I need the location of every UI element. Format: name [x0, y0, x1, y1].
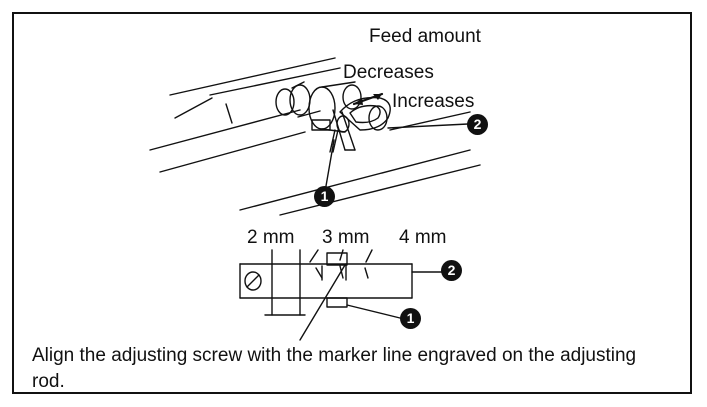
feed-amount-label: Feed amount [369, 26, 481, 47]
figure-frame [12, 12, 692, 394]
callout-badge-1-top: 1 [314, 186, 335, 207]
increases-label: Increases [392, 91, 475, 112]
feed-rod [149, 81, 321, 173]
rod-detail [239, 249, 413, 316]
scale-2mm-label: 2 mm [247, 227, 295, 248]
scale-4mm-label: 4 mm [399, 227, 447, 248]
callout-badge-2-bottom: 2 [441, 260, 462, 281]
callout-badge-2-top: 2 [467, 114, 488, 135]
decreases-label: Decreases [343, 62, 434, 83]
adjusting-rod-slot [339, 84, 391, 131]
instruction-caption: Align the adjusting screw with the marke… [32, 345, 637, 392]
leader-lines-bottom [299, 249, 461, 341]
scale-3mm-label: 3 mm [322, 227, 370, 248]
callout-badge-1-bottom: 1 [400, 308, 421, 329]
adjusting-link [308, 81, 356, 153]
leader-lines-top [325, 123, 469, 187]
machine-bed-outline [169, 57, 481, 216]
